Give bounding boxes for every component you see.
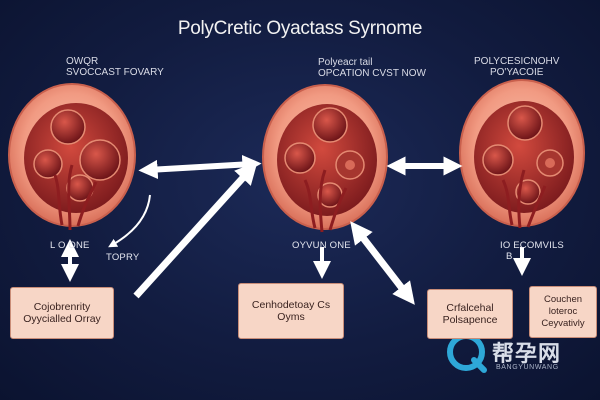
follicle	[79, 139, 121, 181]
follicle	[284, 142, 316, 174]
label-line: OWQR	[66, 56, 99, 67]
box-line: Oyycialled Orray	[23, 313, 101, 325]
info-box-2: Cenhodetoay Cs Oyms	[238, 283, 344, 339]
ovary-illustration-1	[8, 83, 136, 231]
label-panel-3-mid-sub: B	[506, 251, 513, 262]
cyst-core	[345, 160, 355, 170]
arrow-diagonal-up	[133, 161, 258, 299]
label-panel-1-top: OWQR SVOCCAST FOVARY	[66, 56, 164, 78]
blood-vessels	[53, 164, 98, 231]
ovary-inner	[24, 103, 128, 213]
label-panel-3-mid: IO ECOMVILS	[500, 240, 564, 251]
label-line: PO'YACOIE	[489, 67, 544, 78]
label-panel-2-top: Polyeacr tail OPCATION CVST NOW	[318, 57, 426, 79]
label-panel-1-mid-left: L O ONE	[50, 240, 90, 251]
info-box-1: Cojobrenrity Oyycialled Orray	[10, 287, 114, 339]
label-line: Polyeacr tail	[318, 57, 373, 68]
follicle	[507, 105, 543, 141]
arrow-double-1-2	[138, 154, 262, 180]
info-box-3a: Crfalcehal Polsapence	[427, 289, 513, 339]
ovary-illustration-2	[262, 84, 388, 233]
follicle	[515, 179, 541, 205]
box-line: Oyms	[277, 311, 305, 323]
follicle	[50, 109, 86, 145]
box-line: Ceyvativly	[541, 318, 585, 329]
info-box-3b: Couchen loteroc Ceyvativly	[529, 286, 597, 338]
arrow-curved-small	[108, 194, 151, 248]
box-line: Cenhodetoay Cs	[251, 299, 331, 311]
arrow-diagonal-down	[350, 221, 415, 305]
label-panel-1-mid-right: TOPRY	[106, 252, 140, 263]
cyst-core	[545, 158, 555, 168]
label-line: SVOCCAST FOVARY	[66, 67, 164, 78]
diagram-title: PolyCretic Oyactass Syrnome	[177, 18, 423, 39]
ovary-illustration-3	[459, 79, 585, 229]
box-line: Couchen loteroc	[543, 294, 583, 317]
label-line: POLYCESICNOHV	[474, 56, 560, 67]
watermark-logo	[447, 333, 487, 373]
follicle	[482, 144, 514, 176]
ovary-inner	[474, 101, 574, 213]
label-panel-2-mid: OYVUN ONE	[292, 240, 351, 251]
blood-vessels	[501, 169, 547, 229]
watermark-q-tail	[471, 357, 487, 373]
watermark-subtext: BANGYUNWANG	[496, 364, 559, 371]
box-line: Crfalcehal	[446, 302, 494, 314]
blood-vessels	[303, 169, 348, 233]
box-line: Cojobrenrity	[33, 301, 91, 313]
box-line: Polsapence	[442, 314, 498, 326]
follicle	[33, 149, 63, 179]
label-panel-3-top: POLYCESICNOHV PO'YACOIE	[474, 56, 559, 78]
ovary-inner	[277, 104, 377, 216]
watermark-text: 帮孕网	[492, 341, 562, 366]
follicle	[312, 107, 348, 143]
label-line: OPCATION CVST NOW	[318, 68, 426, 79]
